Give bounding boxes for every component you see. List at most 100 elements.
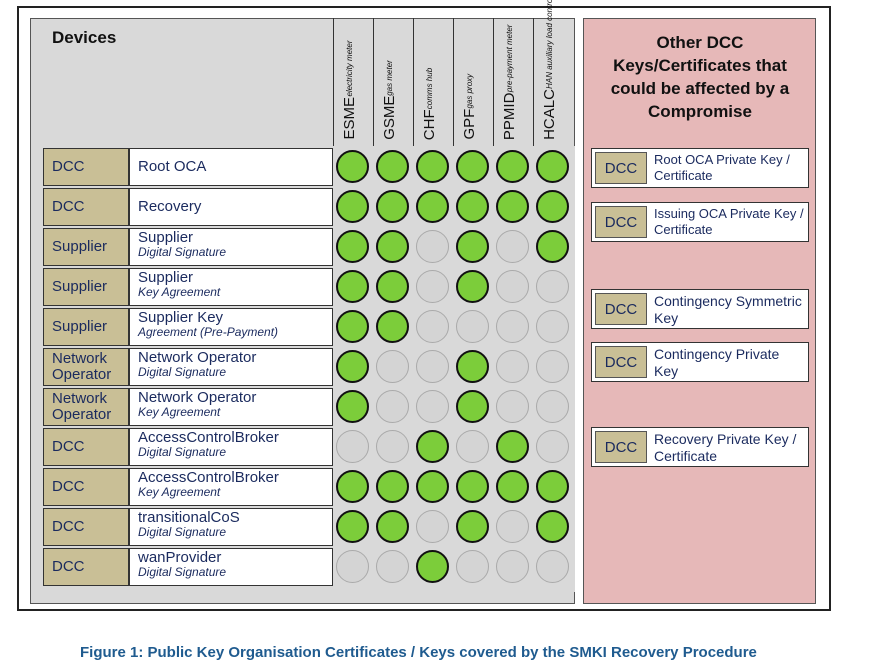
coverage-circle-covered — [456, 390, 489, 423]
row-certificate-name: Root OCA — [129, 148, 333, 186]
device-column-ppmid: PPMIDpre-payment meter — [493, 18, 533, 146]
row-category: Network Operator — [43, 348, 129, 386]
coverage-circle-covered — [336, 390, 369, 423]
row-category: DCC — [43, 468, 129, 506]
coverage-circle-covered — [536, 190, 569, 223]
device-name: GSME — [381, 95, 398, 140]
key-label: Contingency Private Key — [654, 346, 780, 379]
coverage-circle-covered — [376, 190, 409, 223]
certificate-usage: Digital Signature — [138, 245, 227, 260]
certificate-name: Network Operator — [138, 349, 257, 366]
coverage-circle-not-covered — [456, 430, 489, 463]
row-category: DCC — [43, 508, 129, 546]
certificate-name: Supplier — [138, 229, 194, 246]
coverage-circle-covered — [336, 150, 369, 183]
coverage-circle-not-covered — [536, 310, 569, 343]
device-subtitle: gas proxy — [465, 74, 474, 110]
device-column-gpf: GPFgas proxy — [453, 18, 493, 146]
row-category: Supplier — [43, 268, 129, 306]
coverage-circle-not-covered — [496, 350, 529, 383]
figure-caption: Figure 1: Public Key Organisation Certif… — [80, 644, 757, 661]
device-subtitle: gas meter — [385, 60, 394, 96]
certificate-name: AccessControlBroker — [138, 469, 279, 486]
coverage-circle-not-covered — [496, 390, 529, 423]
coverage-circle-covered — [496, 430, 529, 463]
coverage-circle-covered — [416, 470, 449, 503]
key-label: Recovery Private Key / Certificate — [654, 431, 797, 464]
row-category: Supplier — [43, 308, 129, 346]
key-category: DCC — [595, 431, 647, 463]
certificate-usage: Key Agreement — [138, 405, 221, 420]
coverage-circle-covered — [456, 270, 489, 303]
coverage-circle-covered — [456, 350, 489, 383]
certificate-name: Supplier Key — [138, 309, 224, 326]
key-label: Contingency Symmetric Key — [654, 293, 802, 326]
coverage-circle-not-covered — [536, 270, 569, 303]
coverage-circle-not-covered — [536, 550, 569, 583]
certificate-usage: Agreement (Pre-Payment) — [138, 325, 279, 340]
certificate-usage: Digital Signature — [138, 365, 227, 380]
coverage-grid — [333, 146, 575, 592]
row-category: Supplier — [43, 228, 129, 266]
coverage-circle-not-covered — [416, 350, 449, 383]
device-column-esme: ESMEelectricity meter — [333, 18, 373, 146]
certificate-name: transitionalCoS — [138, 509, 240, 526]
device-column-chf: CHFcomms hub — [413, 18, 453, 146]
coverage-circle-not-covered — [456, 310, 489, 343]
coverage-circle-covered — [336, 470, 369, 503]
coverage-circle-covered — [376, 230, 409, 263]
coverage-circle-covered — [376, 270, 409, 303]
coverage-circle-not-covered — [416, 310, 449, 343]
coverage-circle-covered — [336, 350, 369, 383]
coverage-circle-not-covered — [416, 510, 449, 543]
certificate-name: Root OCA — [138, 158, 207, 176]
coverage-circle-not-covered — [496, 270, 529, 303]
coverage-circle-covered — [456, 150, 489, 183]
coverage-circle-covered — [336, 310, 369, 343]
coverage-circle-not-covered — [416, 390, 449, 423]
coverage-circle-not-covered — [416, 230, 449, 263]
row-category: Network Operator — [43, 388, 129, 426]
coverage-circle-covered — [416, 550, 449, 583]
coverage-circle-not-covered — [376, 390, 409, 423]
coverage-circle-not-covered — [376, 350, 409, 383]
key-label: Issuing OCA Private Key / Certificate — [654, 206, 804, 237]
coverage-circle-not-covered — [456, 550, 489, 583]
coverage-circle-not-covered — [536, 390, 569, 423]
row-category: DCC — [43, 188, 129, 226]
coverage-circle-not-covered — [496, 310, 529, 343]
coverage-circle-covered — [376, 310, 409, 343]
coverage-circle-not-covered — [496, 510, 529, 543]
certificate-usage: Key Agreement — [138, 285, 221, 300]
coverage-circle-not-covered — [336, 550, 369, 583]
certificate-name: Recovery — [138, 198, 202, 216]
coverage-circle-not-covered — [536, 350, 569, 383]
device-name: HCALC — [541, 89, 558, 140]
coverage-circle-covered — [336, 270, 369, 303]
device-subtitle: electricity meter — [345, 41, 354, 98]
device-name: PPMID — [501, 92, 518, 140]
row-category: DCC — [43, 148, 129, 186]
coverage-circle-covered — [536, 510, 569, 543]
coverage-circle-covered — [376, 510, 409, 543]
device-column-hcalc: HCALCHAN auxiliary load control — [533, 0, 573, 146]
device-subtitle: comms hub — [425, 67, 434, 110]
coverage-circle-covered — [536, 150, 569, 183]
key-category: DCC — [595, 346, 647, 378]
coverage-circle-not-covered — [416, 270, 449, 303]
device-column-gsme: GSMEgas meter — [373, 18, 413, 146]
certificate-name: AccessControlBroker — [138, 429, 279, 446]
certificate-usage: Digital Signature — [138, 565, 227, 580]
